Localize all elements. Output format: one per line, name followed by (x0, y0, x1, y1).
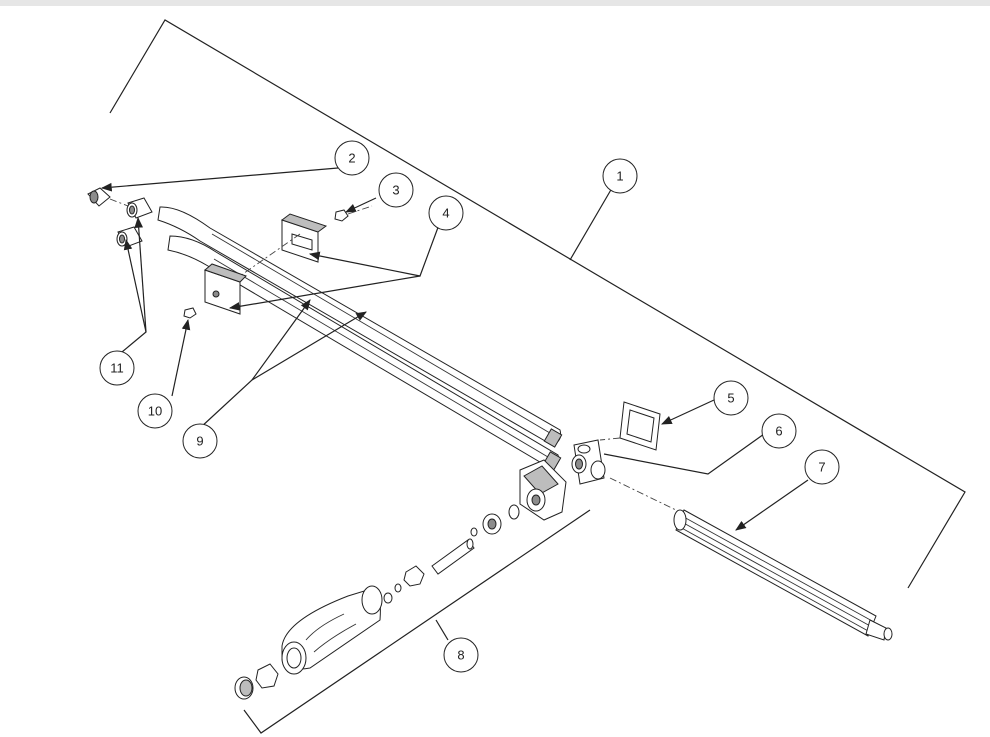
callout-2: 2 (334, 140, 370, 176)
callout-label: 2 (348, 151, 355, 166)
valve-stem (431, 527, 478, 575)
callout-label: 11 (110, 361, 124, 376)
callout-label: 1 (616, 169, 623, 184)
end-cap (234, 676, 254, 700)
coupler-upper (126, 197, 153, 219)
callout-label: 5 (727, 391, 734, 406)
grip-handle (281, 585, 383, 675)
screw-part-10 (183, 307, 197, 319)
callout-4: 4 (428, 195, 464, 231)
callout-1: 1 (602, 158, 638, 194)
callout-label: 3 (392, 183, 399, 198)
clamp-upper (239, 213, 328, 277)
assembly-bracket-1 (109, 19, 966, 589)
nut-part-3 (334, 205, 373, 222)
callout-10: 10 (137, 393, 173, 429)
assembly-bracket-8 (243, 509, 591, 734)
insulator-tube-part-7 (673, 509, 893, 641)
callout-8: 8 (443, 637, 479, 673)
callout-9: 9 (182, 423, 218, 459)
callout-3: 3 (378, 172, 414, 208)
valve-washers (383, 565, 425, 604)
top-border (0, 0, 990, 6)
callout-label: 10 (148, 404, 162, 419)
callout-label: 7 (818, 460, 825, 475)
valve-fitting (482, 504, 520, 535)
tee-fitting-part-6 (571, 439, 681, 513)
end-nut (255, 663, 279, 689)
callout-11: 11 (99, 350, 135, 386)
nozzle-part-2 (87, 187, 129, 207)
callout-6: 6 (761, 413, 797, 449)
bracket-plate-part-5 (599, 401, 661, 451)
callout-5: 5 (713, 380, 749, 416)
callout-label: 4 (442, 206, 449, 221)
leader-lines (100, 167, 809, 641)
callout-label: 8 (457, 648, 464, 663)
wand-tubes (157, 206, 563, 471)
callout-7: 7 (804, 449, 840, 485)
callout-label: 6 (775, 424, 782, 439)
valve-body (519, 459, 567, 521)
callout-label: 9 (196, 434, 203, 449)
